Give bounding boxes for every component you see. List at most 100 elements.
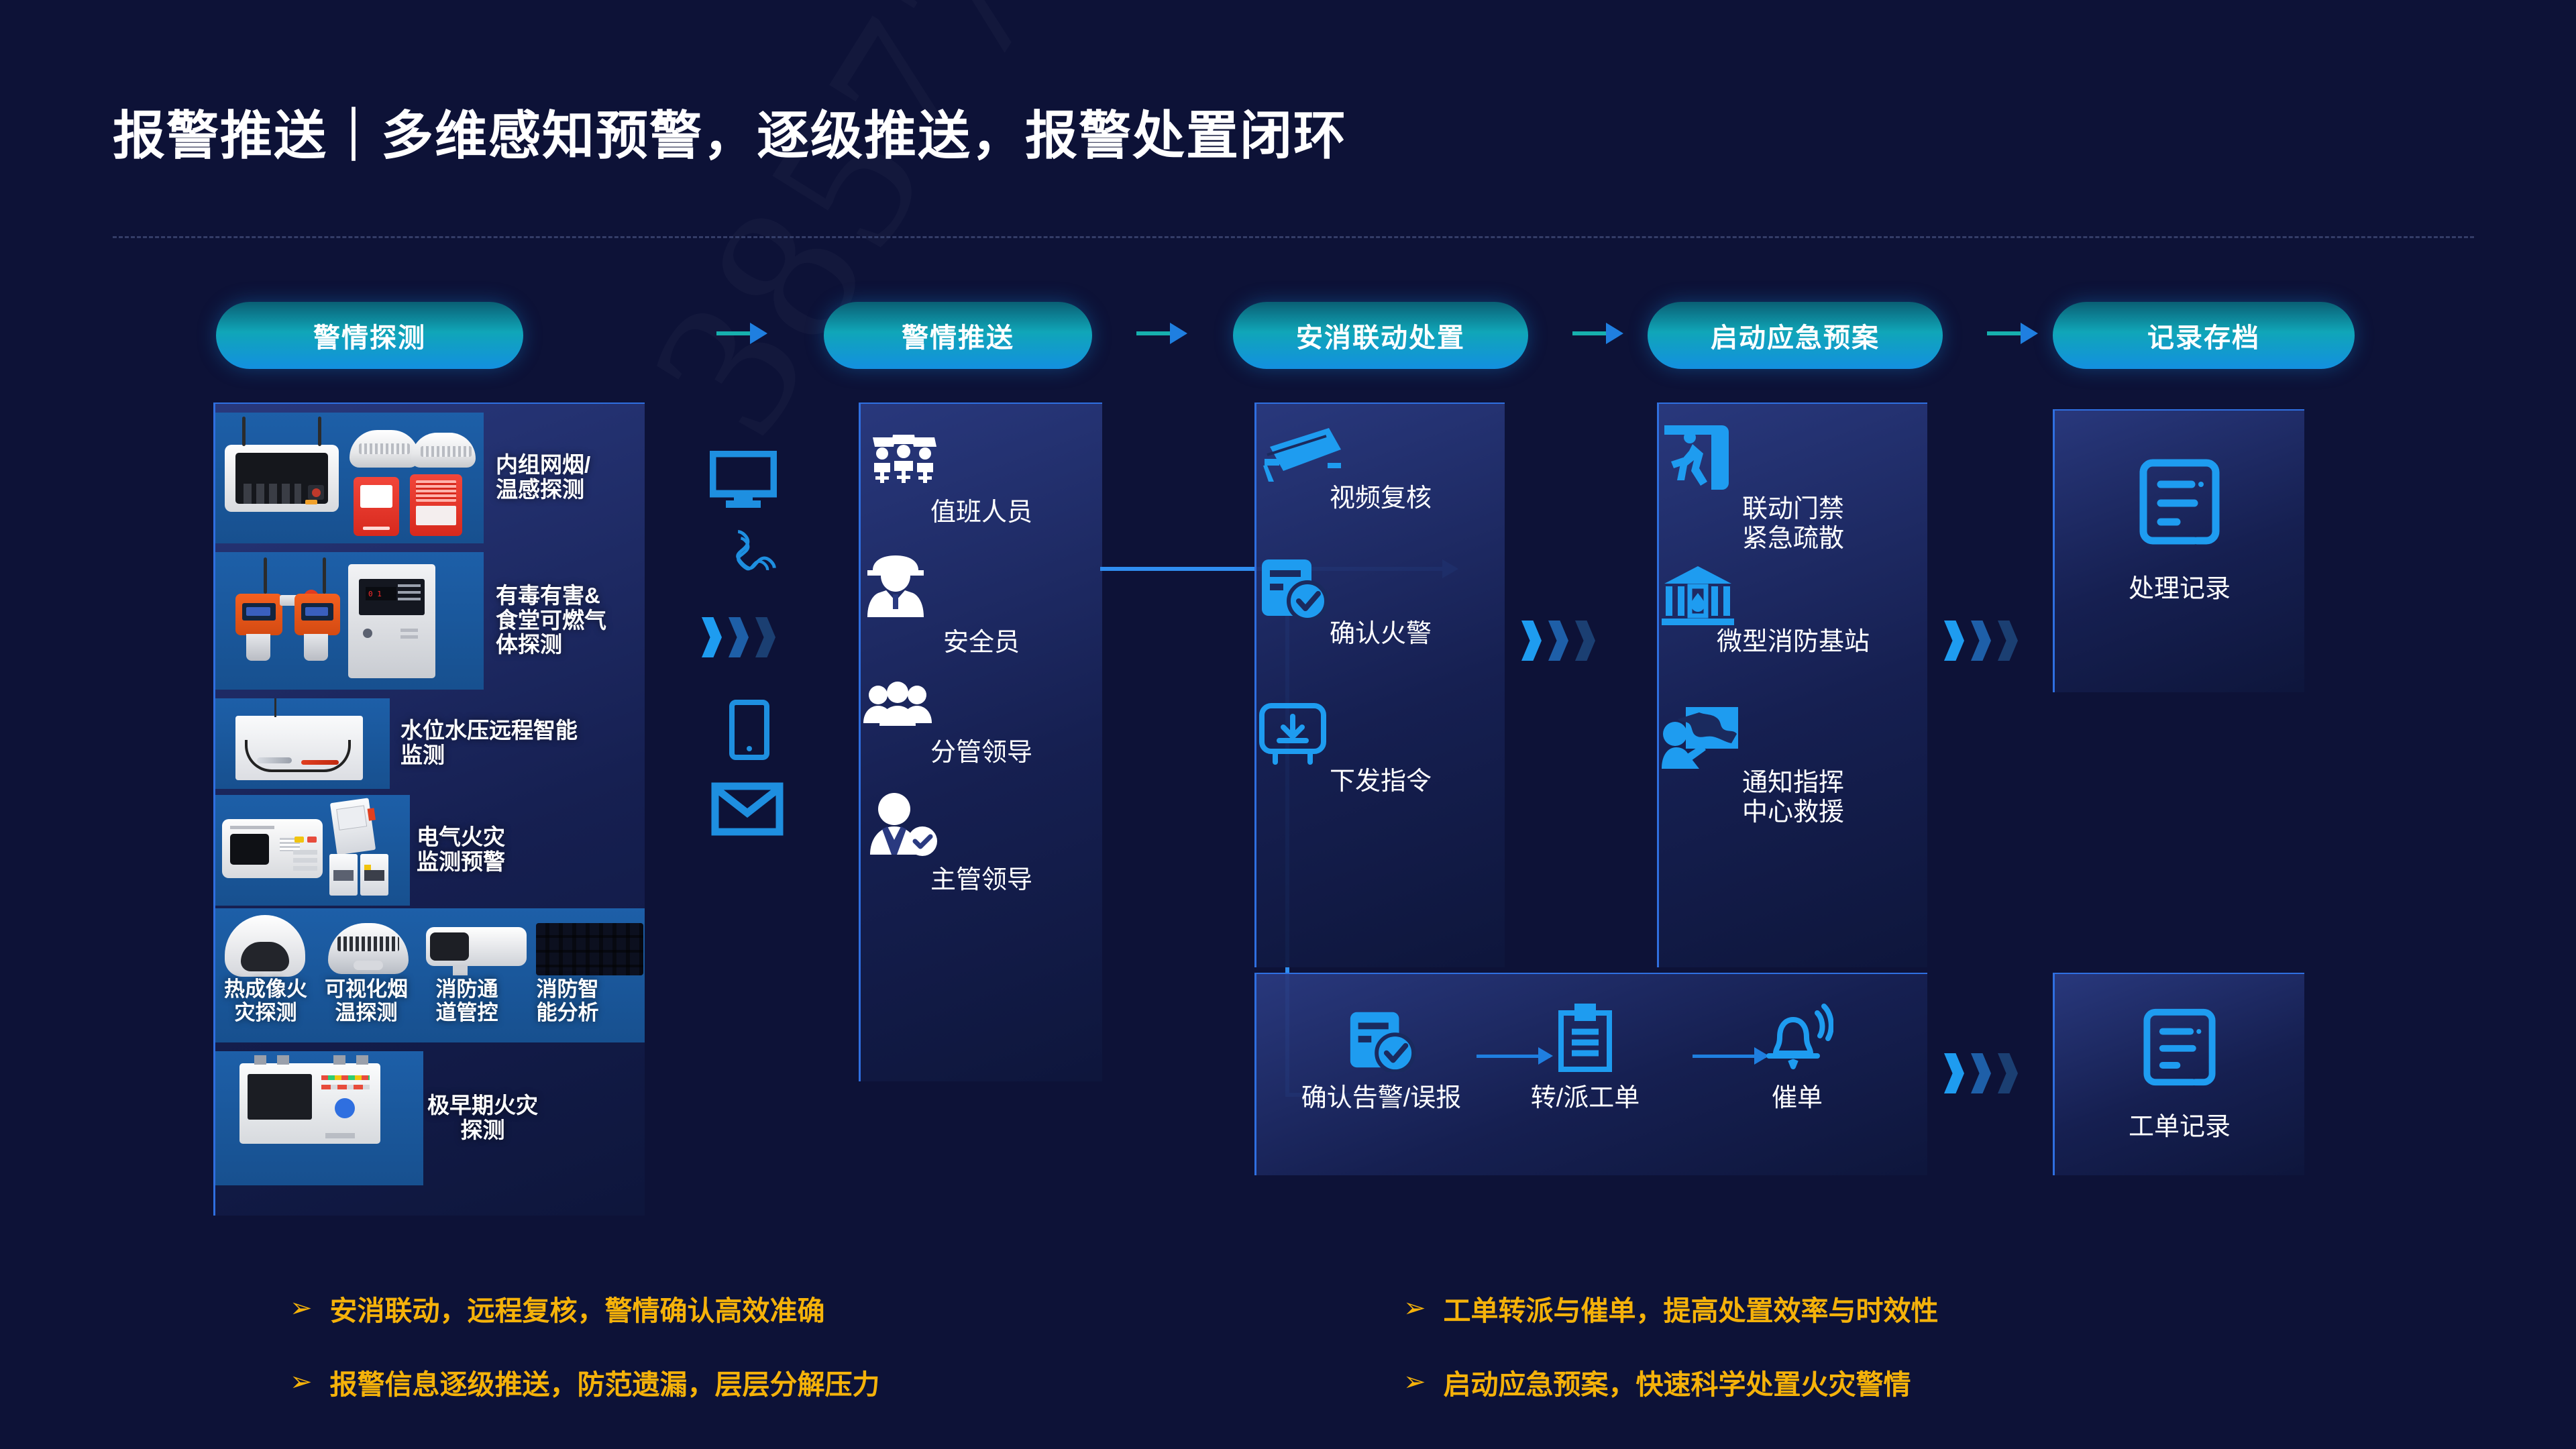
workorder-item-dispatch[interactable]: 转/派工单 — [1485, 1004, 1686, 1114]
supervisor-verified-icon — [870, 793, 937, 856]
stage-pill-3[interactable]: 安消联动处置 — [1233, 302, 1528, 369]
stage-arrow-2 — [1136, 323, 1187, 344]
detection-label: 内组网烟/ 温感探测 — [496, 452, 591, 502]
detection-row-smoke[interactable]: 内组网烟/ 温感探测 — [215, 411, 645, 545]
bullet-text: 报警信息逐级推送，防范遗漏，层层分解压力 — [329, 1369, 880, 1400]
bullet-left-1: ➢ 安消联动，远程复核，警情确认高效准确 — [290, 1288, 825, 1328]
linkage-item-dispatch[interactable]: 下发指令 — [1256, 700, 1505, 797]
record-label: 处理记录 — [2128, 575, 2231, 603]
stage-pill-4[interactable]: 启动应急预案 — [1648, 302, 1943, 369]
detection-row-early-fire[interactable]: 极早期火灾 探测 — [215, 1048, 645, 1189]
workorder-label: 催单 — [1771, 1084, 1823, 1112]
detection-label: 可视化烟 温探测 — [325, 977, 408, 1024]
stage-arrow-4 — [1987, 323, 2038, 344]
personnel-item-duty[interactable]: 值班人员 — [861, 431, 1102, 528]
stage-arrow-3 — [1572, 323, 1623, 344]
chevrons-workorder-to-record — [1944, 1053, 2018, 1093]
stage-arrow-1 — [716, 323, 767, 344]
telephone-icon — [712, 530, 777, 592]
title-divider — [113, 236, 2474, 238]
bullet-left-2: ➢ 报警信息逐级推送，防范遗漏，层层分解压力 — [290, 1362, 880, 1402]
clipboard-icon — [1558, 1004, 1612, 1072]
document-record-icon — [2143, 1008, 2216, 1086]
emergency-panel: 联动门禁 紧急疏散 微型消防基站 通知指挥 中心救援 — [1657, 402, 1927, 967]
bullet-text: 安消联动，远程复核，警情确认高效准确 — [329, 1295, 825, 1326]
personnel-item-supervisor[interactable]: 主管领导 — [861, 792, 1102, 896]
linkage-panel: 视频复核 确认火警 下发指令 — [1254, 402, 1505, 967]
linkage-label: 视频复核 — [1329, 484, 1432, 513]
bullet-marker-icon: ➢ — [290, 1366, 313, 1397]
bullet-text: 工单转派与催单，提高处置效率与时效性 — [1443, 1295, 1939, 1326]
bullet-camera-photo — [426, 927, 527, 975]
detection-label: 热成像火 灾探测 — [224, 977, 307, 1024]
detection-row-electrical[interactable]: 电气火灾 监测预警 — [215, 793, 645, 907]
bullet-text: 启动应急预案，快速科学处置火灾警情 — [1443, 1369, 1911, 1400]
workorder-item-confirm[interactable]: 确认告警/误报 — [1281, 1008, 1482, 1114]
stage-pill-label: 启动应急预案 — [1711, 323, 1880, 353]
personnel-panel: 值班人员 安全员 分管领导 主管领导 — [859, 402, 1102, 1081]
chevrons-linkage-to-emergency — [1521, 621, 1595, 661]
workorder-arrow-1 — [1477, 1047, 1553, 1065]
duty-staff-icon — [873, 435, 936, 483]
page-title: 报警推送｜多维感知预警，逐级推送，报警处置闭环 — [113, 106, 1348, 165]
linkage-item-video[interactable]: 视频复核 — [1256, 424, 1505, 514]
confirm-alarm-icon — [1262, 559, 1328, 620]
stage-pill-label: 安消联动处置 — [1296, 323, 1465, 353]
detection-row-water[interactable]: 水位水压远程智能 监测 — [215, 696, 645, 790]
detection-label: 极早期火灾 探测 — [427, 1093, 538, 1142]
dispatch-command-icon — [1259, 703, 1326, 765]
detection-panel: 内组网烟/ 温感探测 0 1 — [213, 402, 645, 1216]
mobile-icon — [729, 699, 770, 761]
emergency-item-exit[interactable]: 联动门禁 紧急疏散 — [1659, 420, 1927, 553]
stage-pill-label: 记录存档 — [2147, 323, 2260, 353]
water-level-monitor-photo — [215, 698, 390, 789]
chevrons-group — [702, 617, 775, 657]
detection-camera-row[interactable]: 热成像火 灾探测 可视化烟 温探测 消防通 道管控 消防智 能分析 — [215, 908, 645, 1042]
bullet-marker-icon: ➢ — [290, 1293, 313, 1324]
stage-pill-label: 警情探测 — [313, 323, 426, 353]
chevrons-emergency-to-record — [1944, 621, 2018, 661]
workorder-item-urge[interactable]: 催单 — [1697, 1004, 1898, 1114]
notify-command-center-icon — [1662, 707, 1738, 769]
detection-row-gas[interactable]: 0 1 有毒有害& 食堂可燃气 体探测 — [215, 550, 645, 691]
stage-pill-label: 警情推送 — [902, 323, 1014, 353]
electrical-fire-monitor-photo — [215, 794, 410, 906]
emergency-label: 微型消防基站 — [1716, 628, 1870, 656]
document-record-icon — [2139, 459, 2220, 545]
bullet-right-1: ➢ 工单转派与催单，提高处置效率与时效性 — [1403, 1288, 1939, 1328]
personnel-item-leader[interactable]: 分管领导 — [861, 682, 1102, 768]
stage-pill-1[interactable]: 警情探测 — [216, 302, 523, 369]
sounder-strobe — [410, 474, 462, 536]
bell-ring-icon — [1766, 1004, 1833, 1069]
emergency-item-station[interactable]: 微型消防基站 — [1659, 564, 1927, 657]
linkage-label: 确认火警 — [1329, 620, 1432, 648]
visual-smoke-detector-photo — [328, 923, 409, 974]
smoke-heat-detector-photo — [215, 412, 484, 543]
record-card-processing[interactable]: 处理记录 — [2053, 409, 2304, 692]
emergency-label: 通知指挥 中心救援 — [1741, 769, 1844, 826]
group-leader-icon — [863, 682, 932, 726]
chevrons-icon — [702, 617, 775, 657]
confirm-alarm-icon — [1350, 1012, 1416, 1072]
bullet-marker-icon: ➢ — [1403, 1293, 1426, 1324]
linkage-label: 下发指令 — [1329, 767, 1432, 796]
bullet-marker-icon: ➢ — [1403, 1366, 1426, 1397]
thermal-dome-camera-photo — [225, 915, 305, 977]
fire-station-icon — [1662, 566, 1734, 625]
workorder-panel: 确认告警/误报 转/派工单 催单 — [1254, 973, 1927, 1175]
monitor-icon — [710, 451, 777, 508]
record-label: 工单记录 — [2128, 1113, 2231, 1141]
workorder-label: 确认告警/误报 — [1301, 1084, 1462, 1112]
personnel-label: 分管领导 — [930, 739, 1032, 767]
stage-pill-5[interactable]: 记录存档 — [2053, 302, 2355, 369]
detection-label: 有毒有害& 食堂可燃气 体探测 — [496, 582, 606, 657]
personnel-item-security[interactable]: 安全员 — [861, 553, 1102, 658]
stage-pill-2[interactable]: 警情推送 — [824, 302, 1092, 369]
early-fire-detection-photo — [215, 1051, 423, 1185]
linkage-item-confirm[interactable]: 确认火警 — [1256, 555, 1505, 649]
detection-label: 水位水压远程智能 监测 — [400, 718, 578, 767]
record-card-workorder[interactable]: 工单记录 — [2053, 973, 2304, 1175]
emergency-item-notify[interactable]: 通知指挥 中心救援 — [1659, 704, 1927, 827]
security-officer-icon — [867, 555, 924, 617]
workorder-label: 转/派工单 — [1530, 1084, 1640, 1112]
